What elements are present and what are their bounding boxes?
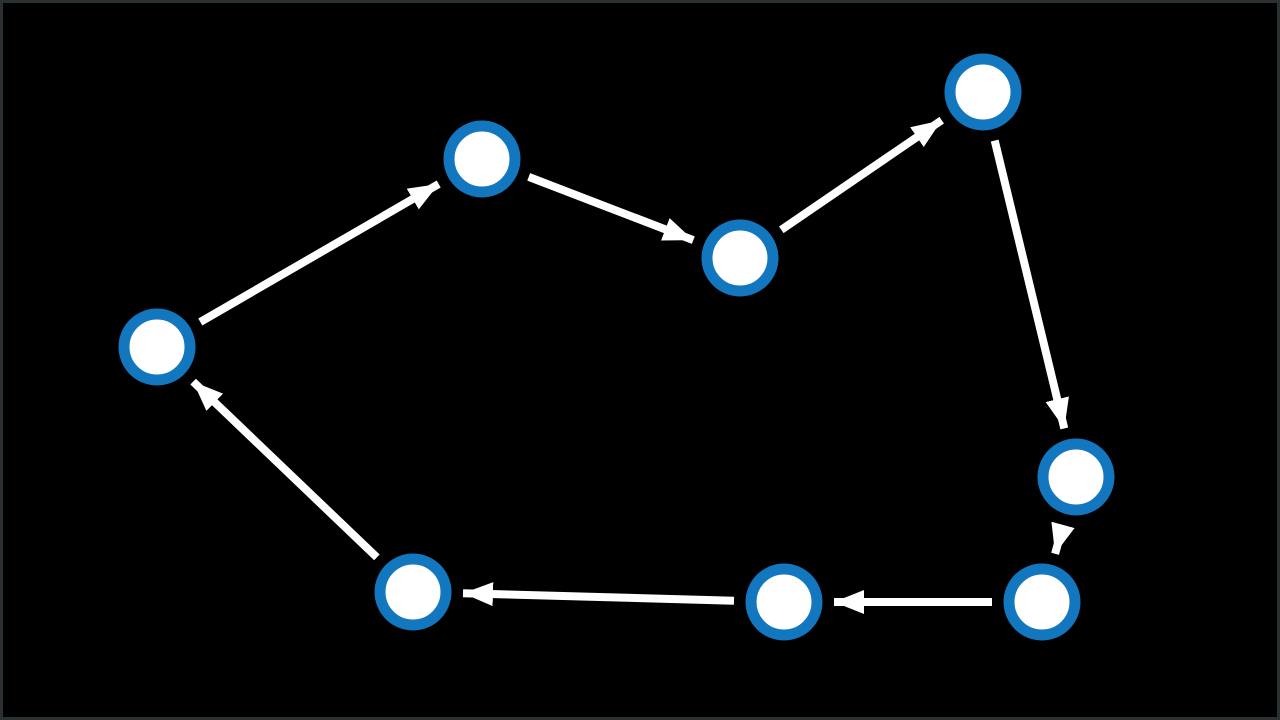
node-top-right[interactable] — [944, 53, 1022, 131]
node-bottom-left[interactable] — [374, 553, 452, 631]
node-right[interactable] — [1037, 438, 1115, 516]
node-middle[interactable] — [701, 219, 779, 297]
edge-node-bottom-left-to-node-left — [190, 378, 380, 561]
edge-node-middle-to-node-top-right — [779, 116, 944, 234]
edge-node-right-to-node-bottom-right — [1051, 521, 1075, 555]
node-left[interactable] — [118, 308, 196, 386]
edge-node-left-to-node-upper-left — [198, 180, 441, 326]
edge-node-top-right-to-node-right — [990, 139, 1069, 430]
node-bottom-right[interactable] — [1003, 563, 1081, 641]
edge-node-upper-left-to-node-middle — [527, 173, 695, 244]
node-bottom-middle[interactable] — [745, 563, 823, 641]
edge-node-bottom-middle-to-node-bottom-left — [462, 582, 735, 607]
node-upper-left[interactable] — [443, 120, 521, 198]
